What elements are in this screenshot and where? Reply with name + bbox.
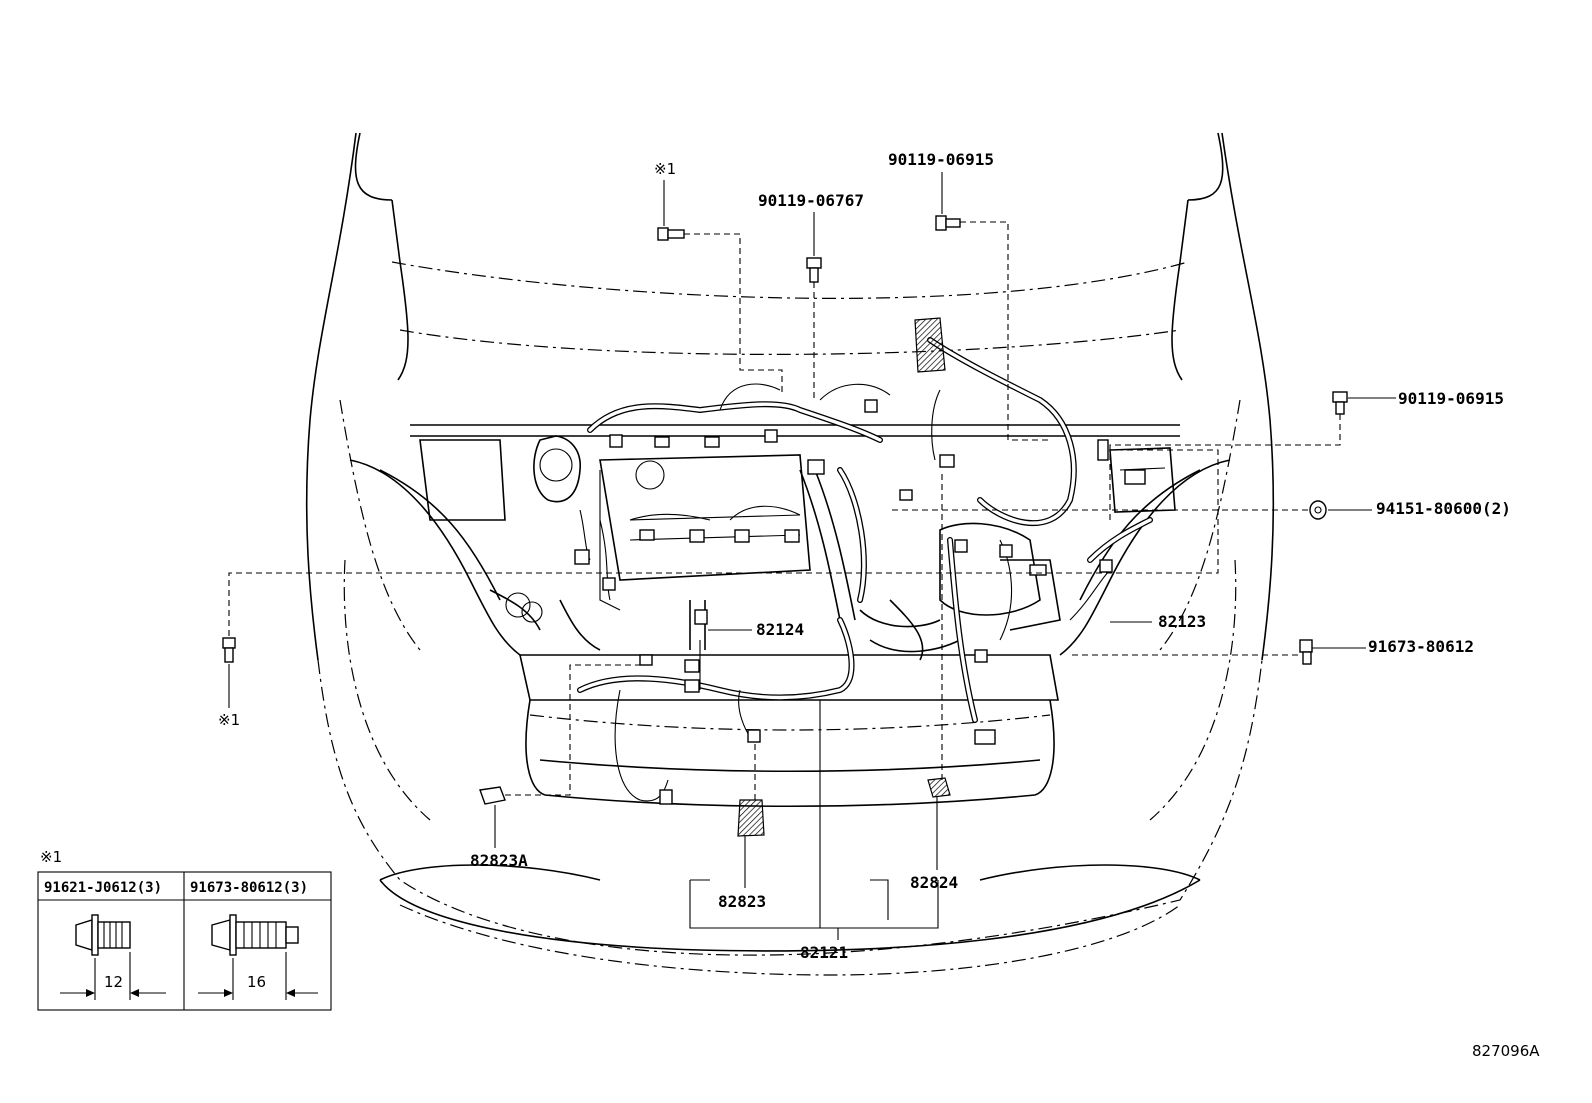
label-91673-80612: 91673-80612 (1368, 637, 1474, 656)
detail-ref-mark: ※1 (40, 848, 62, 866)
leader-lines (228, 172, 1396, 940)
wiring-harness (577, 337, 1153, 802)
detail-part-1: 91621-J0612(3) (44, 880, 162, 896)
label-82823: 82823 (718, 892, 766, 911)
vehicle-body-outline (305, 132, 1275, 976)
connectors (479, 317, 1146, 837)
flange-bolt-2-icon (211, 914, 299, 956)
bolt-right-lower-icon (1299, 639, 1313, 665)
label-90119-06915-right: 90119-06915 (1398, 389, 1504, 408)
nut-right-icon (1309, 500, 1327, 520)
figure-id: 827096A (1472, 1042, 1540, 1060)
bolt-left-icon (222, 637, 236, 663)
part-labels: ※1 90119-06767 90119-06915 90119-06915 9… (218, 150, 1540, 1060)
label-90119-06915-top: 90119-06915 (888, 150, 994, 169)
label-82824: 82824 (910, 873, 958, 892)
detail-length-1: 12 (104, 973, 123, 991)
bolt-top-right-icon (935, 215, 961, 231)
detail-part-2: 91673-80612(3) (190, 880, 308, 896)
flange-bolt-1-icon (75, 914, 131, 956)
label-82823A: 82823A (470, 851, 528, 870)
bolt-top-left-icon (657, 227, 685, 241)
label-90119-06767: 90119-06767 (758, 191, 864, 210)
label-82124: 82124 (756, 620, 804, 639)
label-82123: 82123 (1158, 612, 1206, 631)
label-94151-80600: 94151-80600(2) (1376, 499, 1511, 518)
label-82121: 82121 (800, 943, 848, 962)
bolt-detail-table: ※1 91621-J0612(3) 91673-80612(3) 12 (37, 848, 332, 1011)
ref-mark-top: ※1 (654, 160, 676, 178)
bolt-right-upper-icon (1332, 391, 1348, 415)
detail-length-2: 16 (247, 973, 266, 991)
bolt-top-center-icon (806, 257, 822, 283)
ref-mark-left: ※1 (218, 711, 240, 729)
fasteners (222, 215, 1348, 665)
